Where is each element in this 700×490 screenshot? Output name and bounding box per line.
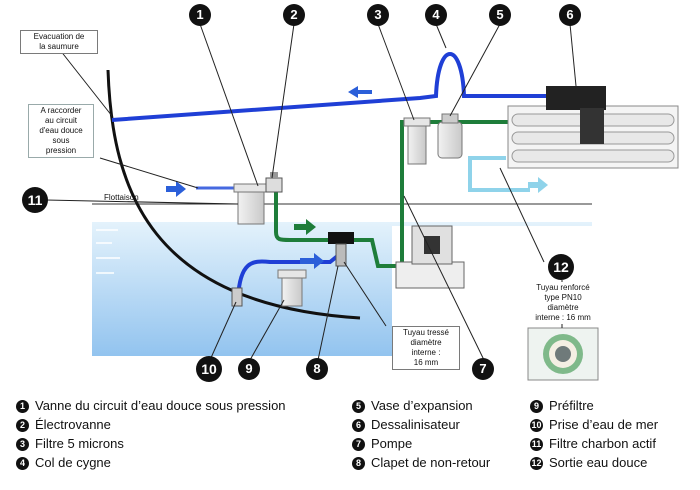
sea-water — [92, 222, 592, 356]
solenoid-valve — [265, 172, 283, 193]
brine-pipe — [111, 52, 548, 122]
legend-item-9: 9 Préfiltre — [530, 398, 594, 414]
leader-lines — [45, 23, 577, 361]
legend-num: 2 — [16, 419, 29, 432]
legend-item-8: 8 Clapet de non-retour — [352, 455, 490, 471]
callout-a-raccorder: A raccorder au circuit d'eau douce sous … — [28, 104, 94, 158]
micron-filter-3 — [403, 117, 431, 165]
reinforced-hose-photo — [527, 327, 599, 381]
marker-6: 6 — [559, 4, 581, 26]
expansion-vessel-5 — [437, 113, 463, 159]
legend-item-12: 12 Sortie eau douce — [530, 455, 647, 471]
desalination-installation-diagram — [45, 23, 679, 381]
marker-1: 1 — [189, 4, 211, 26]
arrow-green — [294, 219, 316, 235]
marker-10: 10 — [196, 356, 222, 382]
hull — [106, 69, 361, 320]
pump — [395, 225, 465, 289]
legend-num: 11 — [530, 438, 543, 451]
legend-num: 7 — [352, 438, 365, 451]
legend-num: 5 — [352, 400, 365, 413]
legend-label: Vase d’expansion — [371, 398, 473, 413]
arrow-freshwater-in — [166, 181, 186, 197]
marker-9: 9 — [238, 358, 260, 380]
marker-2: 2 — [283, 4, 305, 26]
callout-evacuation-saumure: Evacuation de la saumure — [20, 30, 98, 54]
legend-label: Pompe — [371, 436, 413, 451]
marker-4: 4 — [425, 4, 447, 26]
marker-7: 7 — [472, 358, 494, 380]
legend-item-3: 3 Filtre 5 microns — [16, 436, 124, 452]
legend-label: Clapet de non-retour — [371, 455, 491, 470]
legend-num: 6 — [352, 419, 365, 432]
marker-5: 5 — [489, 4, 511, 26]
legend-label: Col de cygne — [35, 455, 111, 470]
legend-item-10: 10 Prise d’eau de mer — [530, 417, 658, 433]
sea-intake-pipe — [236, 252, 342, 299]
legend-num: 3 — [16, 438, 29, 451]
legend-num: 8 — [352, 457, 365, 470]
legend-item-2: 2 Électrovanne — [16, 417, 111, 433]
prefilter — [277, 269, 307, 307]
arrow-product — [528, 177, 548, 193]
arrow-intake — [300, 253, 324, 269]
legend-num: 4 — [16, 457, 29, 470]
legend: 1 Vanne du circuit d’eau douce sous press… — [0, 398, 700, 488]
label-flottaison: Flottaison — [104, 193, 139, 202]
legend-label: Vanne du circuit d’eau douce sous pressi… — [35, 398, 286, 413]
marker-3: 3 — [367, 4, 389, 26]
sea-cock — [231, 287, 243, 307]
legend-item-7: 7 Pompe — [352, 436, 412, 452]
product-water-pipe — [468, 156, 530, 192]
legend-label: Préfiltre — [549, 398, 594, 413]
desalinator — [507, 86, 679, 169]
water-ripples — [96, 229, 120, 274]
legend-label: Filtre charbon actif — [549, 436, 656, 451]
flow-arrows — [166, 86, 548, 269]
legend-num: 9 — [530, 400, 543, 413]
legend-item-11: 11 Filtre charbon actif — [530, 436, 656, 452]
carbon-filter — [233, 183, 269, 225]
callout-tuyau-renforce: Tuyau renforcé type PN10 diamètre intern… — [524, 282, 602, 324]
legend-label: Filtre 5 microns — [35, 436, 124, 451]
callout-tuyau-tresse: Tuyau tressé diamètre interne : 16 mm — [392, 326, 460, 370]
legend-item-1: 1 Vanne du circuit d’eau douce sous press… — [16, 398, 286, 414]
legend-num: 12 — [530, 457, 543, 470]
legend-label: Dessalinisateur — [371, 417, 460, 432]
legend-item-4: 4 Col de cygne — [16, 455, 111, 471]
marker-11: 11 — [22, 187, 48, 213]
legend-num: 10 — [530, 419, 543, 432]
marker-8: 8 — [306, 358, 328, 380]
legend-label: Prise d’eau de mer — [549, 417, 659, 432]
legend-item-6: 6 Dessalinisateur — [352, 417, 460, 433]
legend-label: Électrovanne — [35, 417, 111, 432]
legend-item-5: 5 Vase d’expansion — [352, 398, 473, 414]
legend-label: Sortie eau douce — [549, 455, 648, 470]
marker-12: 12 — [548, 254, 574, 280]
green-pipe — [274, 120, 512, 268]
arrow-brine — [348, 86, 372, 98]
legend-num: 1 — [16, 400, 29, 413]
check-valve — [328, 232, 354, 267]
